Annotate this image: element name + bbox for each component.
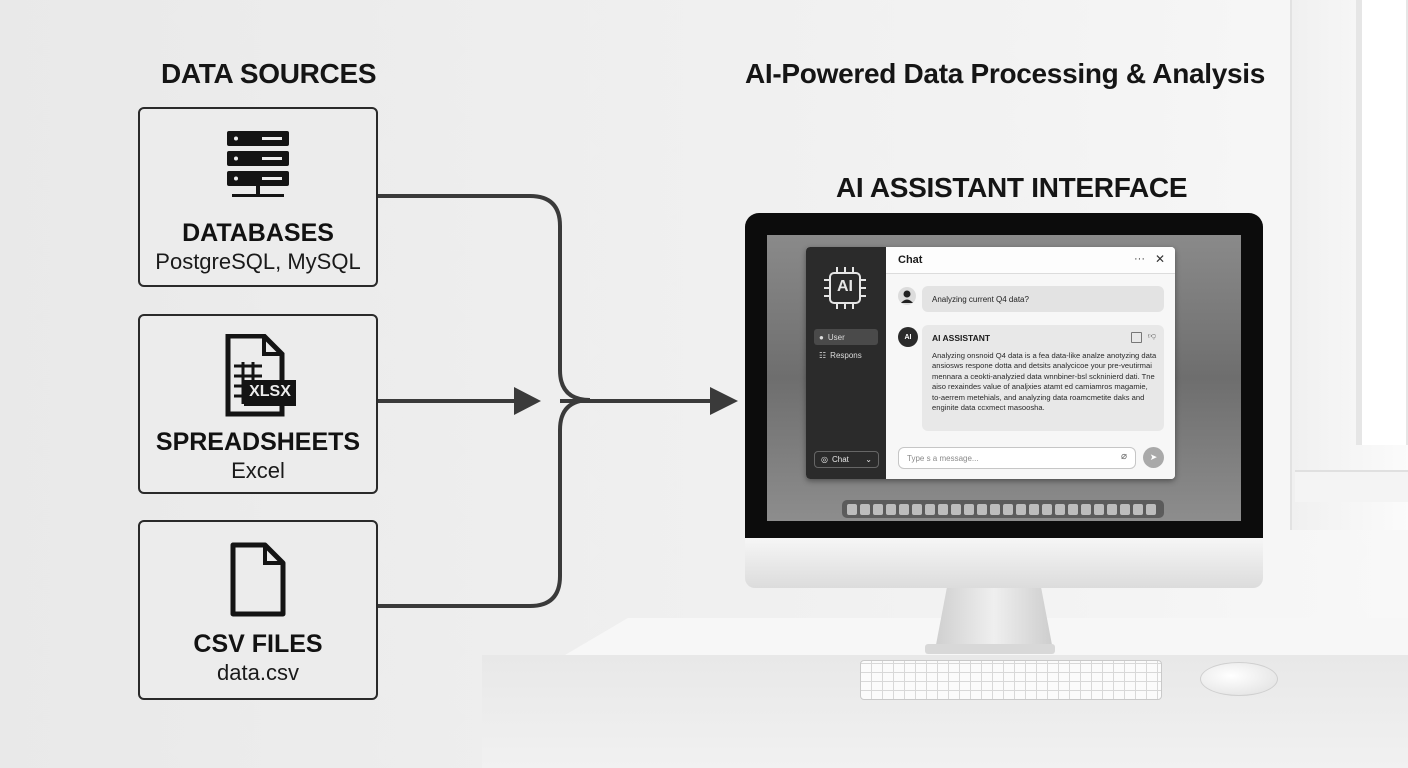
thumbs-down-icon[interactable]: 👎︎ (1147, 331, 1156, 340)
dock-app-icon[interactable] (990, 503, 1000, 515)
interface-heading: AI ASSISTANT INTERFACE (836, 172, 1188, 203)
window-sill (1295, 470, 1408, 502)
dock-app-icon[interactable] (860, 503, 870, 515)
processing-heading: AI-Powered Data Processing & Analysis (745, 58, 1266, 89)
send-icon: ➤ (1149, 452, 1158, 462)
data-sources-heading: DATA SOURCES (161, 58, 377, 89)
database-server-icon (222, 129, 294, 204)
dock-app-icon[interactable] (1029, 503, 1039, 515)
copy-icon[interactable] (1131, 332, 1142, 343)
dock-app-icon[interactable] (1042, 503, 1052, 515)
sidebar-item-label: Respons (830, 350, 862, 360)
dock-app-icon[interactable] (886, 503, 896, 515)
dock-app-icon[interactable] (951, 503, 961, 515)
mouse (1200, 662, 1278, 696)
dock-app-icon[interactable] (899, 503, 909, 515)
monitor-stand-base (925, 644, 1055, 654)
chat-bubble-icon: ● (819, 332, 824, 342)
chat-mode-dropdown[interactable]: ◎ Chat ⌄ (814, 451, 879, 468)
source-subtitle: data.csv (217, 660, 299, 685)
source-subtitle: PostgreSQL, MySQL (155, 249, 361, 274)
dock-app-icon[interactable] (1068, 503, 1078, 515)
source-subtitle: Excel (231, 458, 285, 483)
assistant-message: Analyzing onsnoid Q4 data is a fea data-… (932, 351, 1157, 413)
list-icon: ☷ (819, 350, 827, 360)
chevron-down-icon: ⌄ (865, 455, 872, 464)
xlsx-badge: XLSX (249, 383, 291, 400)
dock-app-icon[interactable] (1146, 503, 1156, 515)
more-options-icon[interactable]: ··· (1134, 253, 1145, 265)
ai-chip-icon: AI (822, 265, 868, 311)
chat-main: Chat ··· ✕ Analyzing current Q4 data? AI… (886, 247, 1175, 479)
csv-file-icon (227, 542, 289, 623)
dock (842, 500, 1164, 518)
user-message: Analyzing current Q4 data? (922, 286, 1164, 312)
dock-app-icon[interactable] (977, 503, 987, 515)
ai-logo-text: AI (837, 278, 853, 295)
dock-app-icon[interactable] (873, 503, 883, 515)
dock-app-icon[interactable] (1094, 503, 1104, 515)
attach-icon[interactable]: ⌀ (1120, 451, 1127, 462)
sidebar-item-respons[interactable]: ☷ Respons (814, 347, 878, 363)
dock-app-icon[interactable] (1055, 503, 1065, 515)
close-icon[interactable]: ✕ (1154, 252, 1165, 266)
dock-app-icon[interactable] (1016, 503, 1026, 515)
send-button[interactable]: ➤ (1143, 447, 1164, 468)
arrow-head-icon (710, 387, 738, 415)
keyboard (860, 660, 1162, 700)
dock-app-icon[interactable] (1107, 503, 1117, 515)
dock-app-icon[interactable] (925, 503, 935, 515)
source-csv-box: CSV FILES data.csv (138, 520, 378, 700)
user-avatar-icon (898, 287, 916, 305)
sidebar-item-user[interactable]: ● User (814, 329, 878, 345)
dock-app-icon[interactable] (1133, 503, 1143, 515)
dock-app-icon[interactable] (1003, 503, 1013, 515)
source-title: CSV FILES (193, 630, 323, 658)
source-title: DATABASES (182, 219, 334, 247)
app-sidebar: AI ● User ☷ Respons ◎ Chat ⌄ (806, 247, 886, 479)
dock-app-icon[interactable] (938, 503, 948, 515)
chat-header: Chat ··· ✕ (886, 247, 1175, 274)
arrow-head-icon (514, 387, 541, 415)
assistant-name: AI ASSISTANT (932, 333, 991, 343)
dock-app-icon[interactable] (912, 503, 922, 515)
chat-app-window: AI ● User ☷ Respons ◎ Chat ⌄ Chat ··· ✕ … (806, 247, 1175, 479)
monitor-chin (745, 538, 1263, 588)
message-input[interactable]: Type s a message... ⌀ (898, 447, 1136, 469)
xlsx-file-icon: XLSX (218, 333, 298, 423)
source-databases-box: DATABASES PostgreSQL, MySQL (138, 107, 378, 287)
dock-app-icon[interactable] (847, 503, 857, 515)
chat-icon: ◎ (821, 455, 828, 464)
dock-app-icon[interactable] (1120, 503, 1130, 515)
assistant-message-card: AI ASSISTANT 👎︎ Analyzing onsnoid Q4 dat… (922, 325, 1164, 431)
ai-avatar-icon: AI (898, 327, 918, 347)
dock-app-icon[interactable] (964, 503, 974, 515)
monitor-stand (935, 588, 1053, 650)
source-title: SPREADSHEETS (155, 428, 361, 456)
dock-app-icon[interactable] (1081, 503, 1091, 515)
source-spreadsheets-box: XLSX SPREADSHEETS Excel (138, 314, 378, 494)
window-pane (1356, 0, 1408, 445)
sidebar-item-label: User (827, 332, 845, 342)
chat-title: Chat (898, 254, 923, 266)
message-input-placeholder: Type s a message... (907, 453, 979, 463)
chat-mode-label: Chat (831, 455, 849, 464)
